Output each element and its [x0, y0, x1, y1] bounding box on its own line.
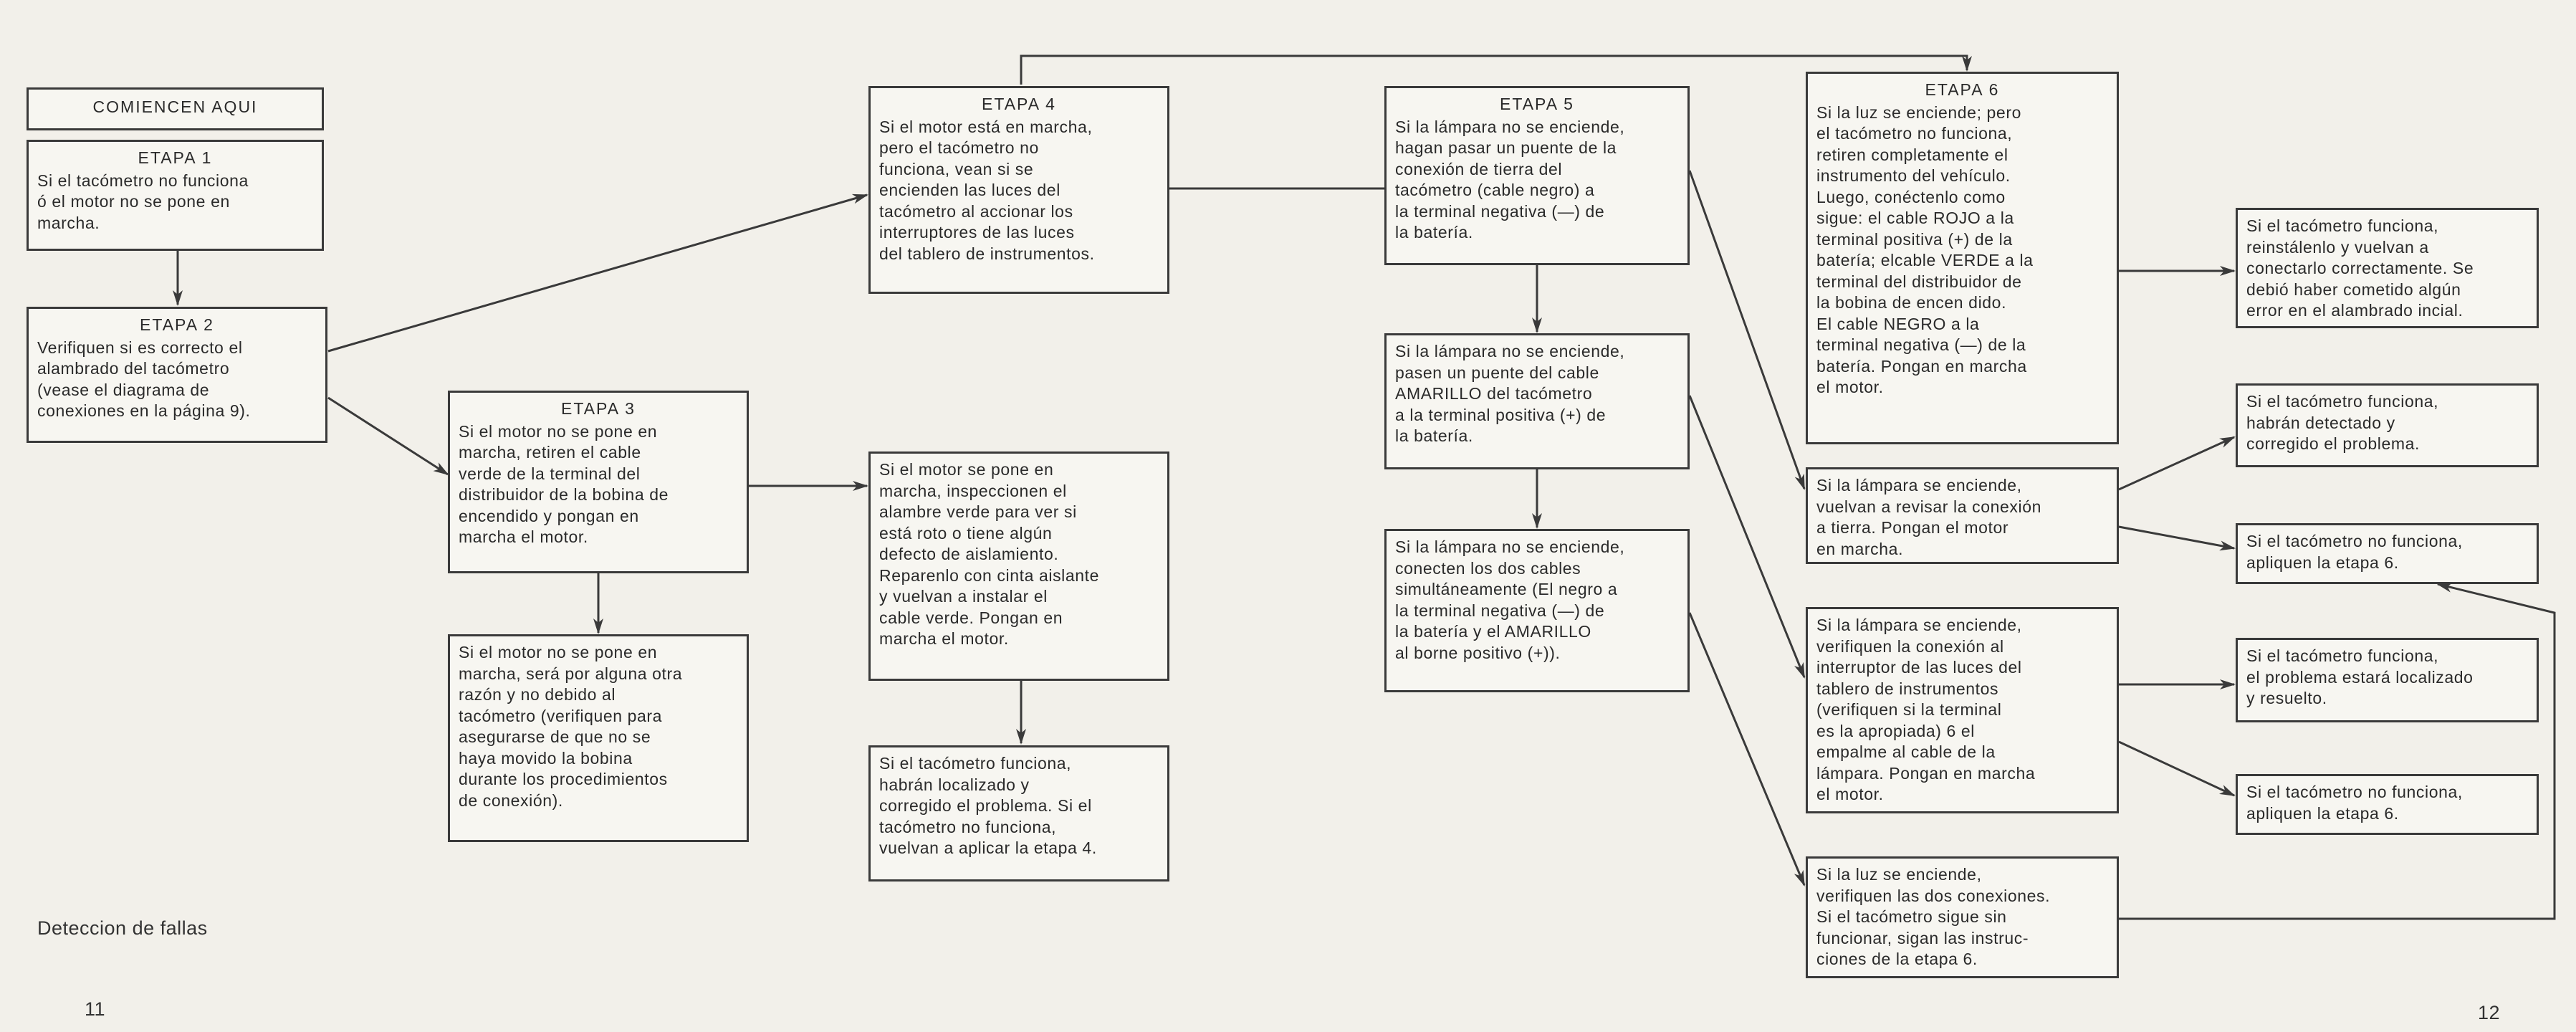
arrow-etapa2-to-etapa3 — [327, 396, 449, 476]
arrow-box-c-to-luz — [1688, 612, 1806, 887]
etapa6-text: Si la luz se enciende; pero el tacómetro… — [1816, 102, 2034, 397]
arrow-lamp-a-to-ok — [2118, 436, 2236, 491]
caption: Deteccion de fallas — [37, 917, 208, 939]
etapa1-title: ETAPA 1 — [138, 148, 213, 167]
arrow-luz-to-lamp-a-no — [2119, 582, 2556, 920]
interruptor-funciona-box: Si el tacómetro funciona, el problema es… — [2236, 638, 2539, 722]
etapa3-text: Si el motor no se pone en marcha, retire… — [459, 421, 669, 547]
etapa1-text: Si el tacómetro no funciona ó el motor n… — [37, 171, 249, 232]
start-box: COMIENCEN AQUI — [27, 87, 324, 130]
arrow-lamp-b-to-no — [2118, 740, 2236, 797]
lampara-interruptor-text: Si la lámpara se enciende, verifiquen la… — [1816, 616, 2036, 803]
tierra-no-funciona-text: Si el tacómetro no funciona, apliquen la… — [2246, 532, 2463, 572]
motor-arranca-text: Si el motor se pone en marcha, inspeccio… — [879, 460, 1100, 648]
etapa5-text: Si la lámpara no se enciende, hagan pasa… — [1395, 117, 1625, 242]
etapa6-title: ETAPA 6 — [1925, 80, 2000, 99]
puente-amarillo-box: Si la lámpara no se enciende, pasen un p… — [1384, 333, 1690, 469]
interruptor-funciona-text: Si el tacómetro funciona, el problema es… — [2246, 646, 2474, 707]
arrow-box-b-to-lamp-b — [1688, 395, 1806, 679]
arrow-lamp-a-to-no — [2118, 525, 2236, 551]
etapa2-title: ETAPA 2 — [140, 315, 214, 334]
luz-enciende-box: Si la luz se enciende, verifiquen las do… — [1806, 856, 2119, 978]
dos-cables-text: Si la lámpara no se enciende, conecten l… — [1395, 538, 1625, 662]
motor-arranca-box: Si el motor se pone en marcha, inspeccio… — [868, 452, 1169, 681]
arrow-etapa4-to-etapa6 — [1020, 54, 1972, 85]
interruptor-no-funciona-text: Si el tacómetro no funciona, apliquen la… — [2246, 783, 2463, 823]
etapa1-box: ETAPA 1 Si el tacómetro no funciona ó el… — [27, 140, 324, 251]
lampara-tierra-box: Si la lámpara se enciende, vuelvan a rev… — [1806, 467, 2119, 564]
etapa5-box: ETAPA 5 Si la lámpara no se enciende, ha… — [1384, 86, 1690, 265]
tacometro-reaplicar-box: Si el tacómetro funciona, habrán localiz… — [868, 745, 1169, 882]
interruptor-no-funciona-box: Si el tacómetro no funciona, apliquen la… — [2236, 774, 2539, 835]
tierra-funciona-text: Si el tacómetro funciona, habrán detecta… — [2246, 392, 2439, 453]
tierra-funciona-box: Si el tacómetro funciona, habrán detecta… — [2236, 383, 2539, 467]
lampara-tierra-text: Si la lámpara se enciende, vuelvan a rev… — [1816, 476, 2042, 558]
dos-cables-box: Si la lámpara no se enciende, conecten l… — [1384, 529, 1690, 692]
lampara-interruptor-box: Si la lámpara se enciende, verifiquen la… — [1806, 607, 2119, 813]
start-label: COMIENCEN AQUI — [92, 97, 258, 116]
page-number-left: 11 — [85, 998, 106, 1020]
etapa4-title: ETAPA 4 — [982, 95, 1056, 113]
reinstalar-box: Si el tacómetro funciona, reinstálenlo y… — [2236, 208, 2539, 328]
etapa4-box: ETAPA 4 Si el motor está en marcha, pero… — [868, 86, 1169, 294]
tierra-no-funciona-box: Si el tacómetro no funciona, apliquen la… — [2236, 523, 2539, 584]
arrow-etapa2-to-etapa4 — [327, 194, 868, 353]
motor-no-arranca-text: Si el motor no se pone en marcha, será p… — [459, 643, 683, 810]
etapa3-box: ETAPA 3 Si el motor no se pone en marcha… — [448, 391, 749, 573]
etapa2-box: ETAPA 2 Verifiquen si es correcto el ala… — [27, 307, 327, 443]
etapa2-text: Verifiquen si es correcto el alambrado d… — [37, 338, 251, 421]
arrow-etapa5-to-lamp-a — [1688, 170, 1806, 490]
etapa5-title: ETAPA 5 — [1500, 95, 1574, 113]
etapa4-text: Si el motor está en marcha, pero el tacó… — [879, 117, 1095, 263]
puente-amarillo-text: Si la lámpara no se enciende, pasen un p… — [1395, 342, 1625, 445]
page-number-right: 12 — [2478, 1002, 2501, 1023]
motor-no-arranca-box: Si el motor no se pone en marcha, será p… — [448, 634, 749, 842]
reinstalar-text: Si el tacómetro funciona, reinstálenlo y… — [2246, 216, 2474, 320]
etapa6-box: ETAPA 6 Si la luz se enciende; pero el t… — [1806, 72, 2119, 444]
tacometro-reaplicar-text: Si el tacómetro funciona, habrán localiz… — [879, 754, 1097, 857]
luz-enciende-text: Si la luz se enciende, verifiquen las do… — [1816, 865, 2051, 968]
etapa3-title: ETAPA 3 — [561, 399, 636, 418]
